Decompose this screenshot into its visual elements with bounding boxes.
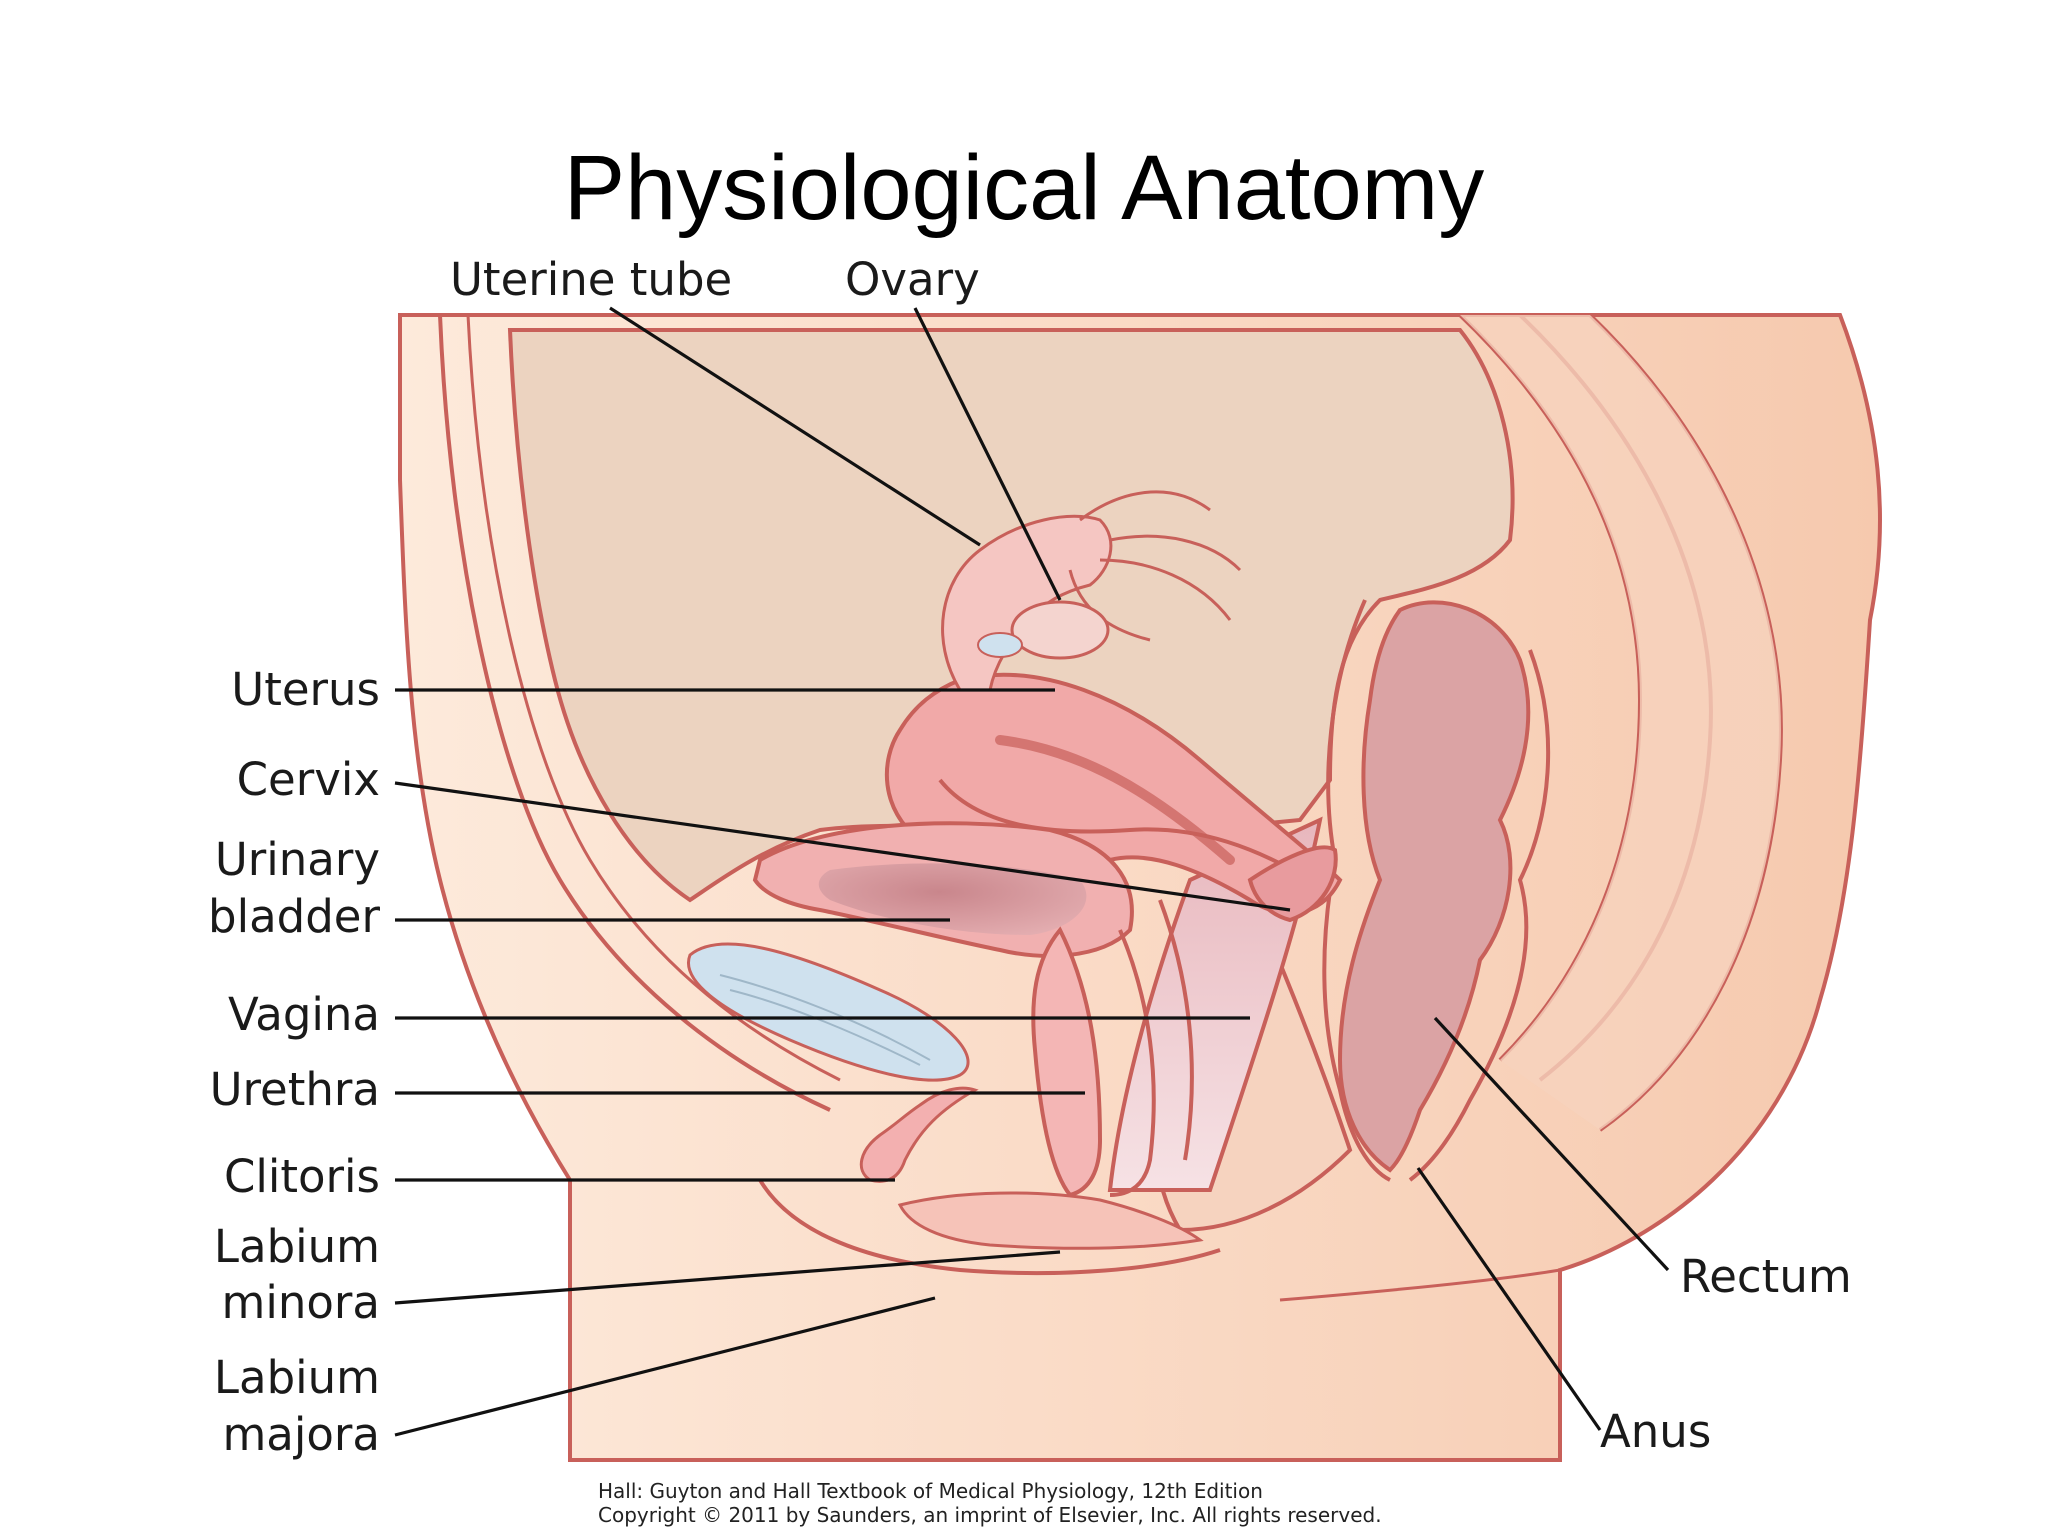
leader-line-ovary — [913, 307, 1062, 601]
label-vagina: Vagina — [228, 988, 380, 1041]
rectum-wall — [1322, 599, 1391, 1182]
ovary-organ — [1010, 600, 1110, 660]
thigh-line — [1279, 1268, 1561, 1302]
label-urinary-bladder-1: Urinary — [215, 833, 380, 886]
credit-line-1: Hall: Guyton and Hall Textbook of Medica… — [598, 1479, 1263, 1503]
label-uterine-tube: Uterine tube — [450, 253, 732, 306]
leader-line-rectum — [1433, 1016, 1670, 1272]
labium-majora-organ — [758, 1178, 1221, 1276]
label-rectum: Rectum — [1680, 1250, 1852, 1303]
pubic-bone — [687, 942, 970, 1082]
leader-line-labium-minora — [394, 1250, 1061, 1305]
label-clitoris: Clitoris — [224, 1150, 380, 1203]
label-uterus: Uterus — [231, 663, 380, 716]
label-labium-minora-1: Labium — [214, 1220, 380, 1273]
label-labium-majora-2: majora — [222, 1408, 380, 1461]
cervix-organ — [1247, 845, 1338, 923]
credit-line-2: Copyright © 2011 by Saunders, an imprint… — [598, 1503, 1382, 1527]
leader-line-cervix — [394, 781, 1291, 912]
label-cervix: Cervix — [237, 753, 380, 806]
fimbriae — [1068, 490, 1242, 642]
leader-line-uterine-tube — [609, 306, 981, 547]
leader-line-anus — [1416, 1167, 1602, 1431]
rectum-organ — [1337, 600, 1531, 1173]
abdominal-wall-band — [438, 314, 831, 1112]
label-labium-majora-1: Labium — [214, 1351, 380, 1404]
urethra-wall — [1158, 899, 1194, 1161]
label-urinary-bladder-2: bladder — [208, 890, 380, 943]
label-anus: Anus — [1600, 1405, 1711, 1458]
uterus-inner-line — [938, 778, 1312, 882]
pubic-bone-lines — [719, 974, 931, 1066]
label-labium-minora-2: minora — [222, 1276, 380, 1329]
ovarian-ligament — [977, 632, 1023, 658]
rectum-wall — [1408, 649, 1551, 1182]
label-ovary: Ovary — [845, 253, 980, 306]
leader-line-labium-majora — [394, 1296, 936, 1437]
urethra-wall — [1109, 929, 1156, 1197]
labium-minora-organ — [897, 1191, 1204, 1250]
bladder-lumen — [818, 863, 1087, 935]
slide-title: Physiological Anatomy — [563, 137, 1485, 239]
label-urethra: Urethra — [210, 1063, 380, 1116]
sacrum-fill — [1460, 315, 1781, 1130]
